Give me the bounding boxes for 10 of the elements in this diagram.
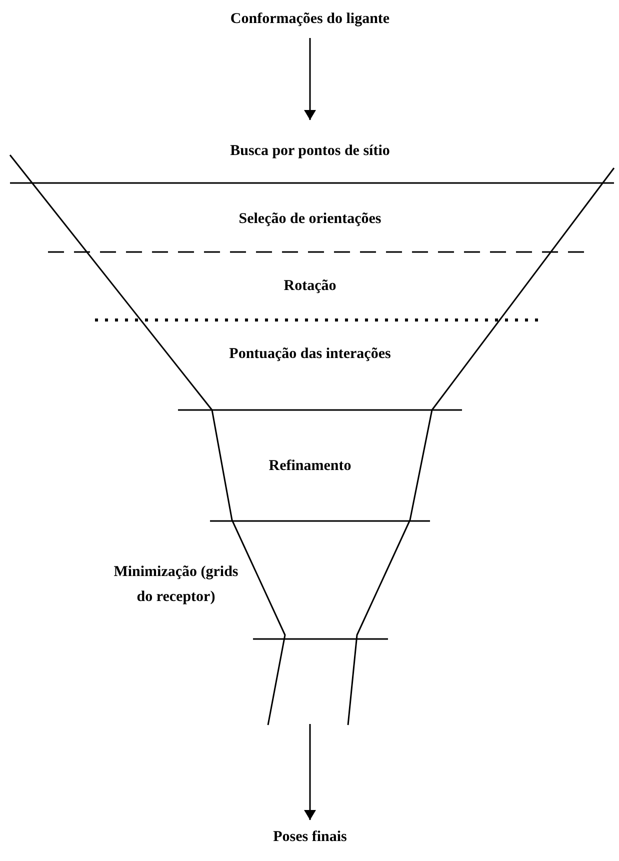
stage-label: Refinamento — [268, 457, 352, 476]
arrow — [304, 724, 316, 820]
stage-label: Pontuação das interações — [228, 345, 392, 364]
stage-text: Conformações do ligante — [230, 10, 390, 29]
stage-label: Busca por pontos de sítio — [229, 142, 391, 161]
stage-label: Minimização (grids do receptor) — [112, 563, 240, 607]
arrow — [304, 38, 316, 120]
stage-label: Rotação — [282, 277, 338, 296]
stage-text: Poses finais — [273, 828, 347, 847]
stage-label: Seleção de orientações — [238, 210, 382, 229]
